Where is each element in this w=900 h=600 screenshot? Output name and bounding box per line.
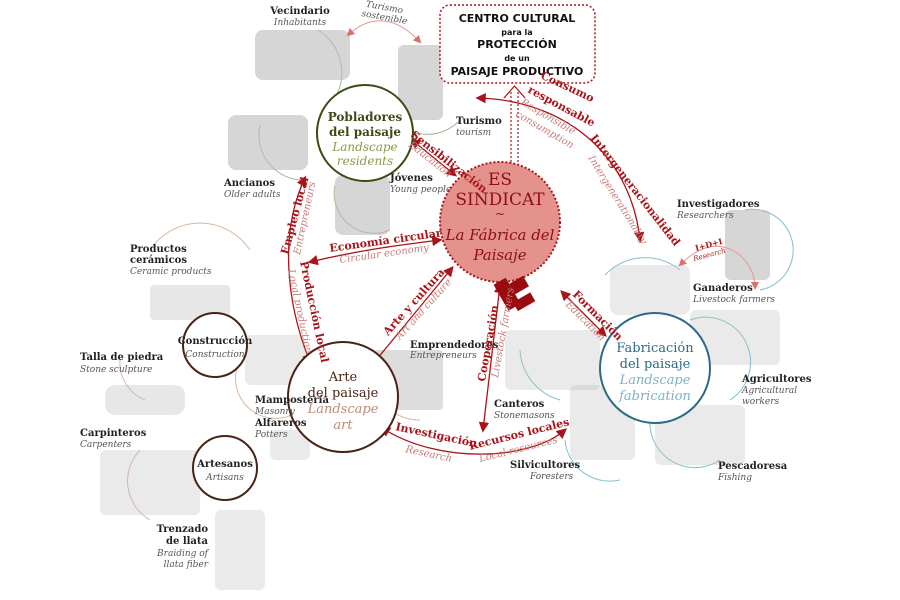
braiding-illustration [215, 510, 265, 590]
item-sub: Agricultural [741, 386, 797, 396]
tourism-illustration [398, 45, 443, 120]
center-title: SINDICAT [455, 190, 545, 210]
hub-subtitle: Landscape [619, 373, 691, 388]
item-sub: Carpenters [80, 440, 132, 450]
hub-title: del paisaje [329, 125, 401, 139]
item-trenzado: Trenzado [157, 524, 209, 535]
item-sub: Masonry [254, 407, 296, 417]
item-sub: Stonemasons [494, 411, 555, 421]
box-line: PAISAJE PRODUCTIVO [451, 65, 584, 78]
item-sub: Foresters [529, 472, 574, 482]
hub-pobladores [316, 84, 414, 182]
item-sub: Researchers [676, 211, 734, 221]
item-carpinteros: Carpinteros [80, 428, 147, 439]
inhabitants-illustration [255, 30, 350, 80]
youth-illustration [335, 175, 390, 235]
item-sub: Ceramic products [130, 267, 212, 277]
item-sub: Stone sculpture [80, 365, 152, 375]
hub-fabricacion [599, 312, 711, 424]
item-mamposteria: Mampostería [255, 395, 329, 406]
item-sub: Entrepreneurs [409, 351, 477, 361]
item-labels: Vecindario Inhabitants Turismo sostenibl… [80, 0, 812, 570]
item-sub: Young people [390, 185, 451, 195]
minor-arrows [346, 20, 759, 290]
relation-arrows [287, 92, 645, 455]
item-emprendedores: Emprendedores [410, 340, 499, 351]
hub-subtitle: Landscape [331, 140, 397, 154]
item-trenzado: de llata [166, 536, 209, 547]
item-talla: Talla de piedra [80, 352, 164, 363]
item-productos: cerámicos [130, 255, 187, 266]
hub-title: Artesanos [196, 459, 253, 470]
hub-subtitle: Construction [185, 350, 244, 360]
item-sub: Older adults [224, 190, 281, 200]
item-alfareros: Alfareros [254, 418, 307, 429]
item-sub: Fishing [717, 473, 752, 483]
carpenters-illustration [100, 450, 200, 515]
potters-illustration [270, 430, 310, 460]
item-vecindario: Vecindario [269, 6, 330, 17]
stonemasons-illustration [505, 330, 600, 390]
item-sub: Braiding of [156, 549, 210, 559]
item-ancianos: Ancianos [223, 178, 275, 189]
item-silvicultores: Silvicultores [510, 460, 581, 471]
hub-construccion [182, 312, 248, 378]
cultural-centre-box [439, 4, 596, 84]
hub-title: Pobladores [328, 110, 403, 124]
fishing-illustration [655, 405, 745, 465]
masonry-illustration [245, 335, 305, 385]
item-investigadores: Investigadores [677, 199, 760, 210]
item-sub: workers [742, 397, 780, 407]
item-pescadoresa: Pescadoresa [718, 461, 788, 472]
item-sub: Inhabitants [273, 18, 327, 28]
item-canteros: Canteros [494, 399, 545, 410]
ceramics-illustration [150, 285, 230, 320]
center-tilde: ~ [495, 207, 505, 221]
hub-arte [287, 341, 399, 453]
hub-subtitle: Landscape [307, 402, 379, 417]
center-title: ES [488, 170, 512, 190]
hub-title: Fabricación [616, 341, 694, 356]
item-sub: tourism [456, 128, 491, 138]
stone-sculpture-illustration [105, 385, 185, 415]
box-line: PROTECCIÓN [477, 38, 557, 51]
hub-subtitle: Artisans [205, 473, 244, 483]
center-subtitle: La Fábrica del [445, 226, 555, 244]
item-productos: Productos [130, 244, 187, 255]
item-ganaderos: Ganaderos [693, 283, 753, 294]
item-turismo: Turismo [456, 116, 502, 127]
hub-title: Arte [328, 370, 358, 385]
hub-title: Construcción [178, 336, 253, 347]
hub-subtitle: fabrication [618, 389, 691, 404]
elders-illustration [228, 115, 308, 170]
box-line: CENTRO CULTURAL [459, 12, 576, 25]
hub-artesanos [192, 435, 258, 501]
hub-title: del paisaje [308, 386, 379, 401]
illustrations [100, 30, 780, 590]
item-agricultores: Agricultores [741, 374, 812, 385]
center-subtitle: Paisaje [472, 246, 526, 264]
hub-subtitle: residents [337, 154, 393, 168]
item-jovenes: Jóvenes [389, 173, 433, 184]
item-sub: llata fiber [164, 560, 209, 570]
hub-subtitle: art [333, 418, 353, 433]
item-sub: Potters [254, 430, 288, 440]
livestock-illustration [610, 265, 690, 315]
box-line: de un [504, 54, 530, 63]
agriculture-illustration [690, 310, 780, 365]
hub-title: del paisaje [620, 357, 691, 372]
es-sindicat-logo-icon [493, 275, 536, 312]
item-sub: Livestock farmers [692, 295, 775, 305]
box-line: para la [501, 28, 532, 37]
center-hub [439, 161, 561, 283]
